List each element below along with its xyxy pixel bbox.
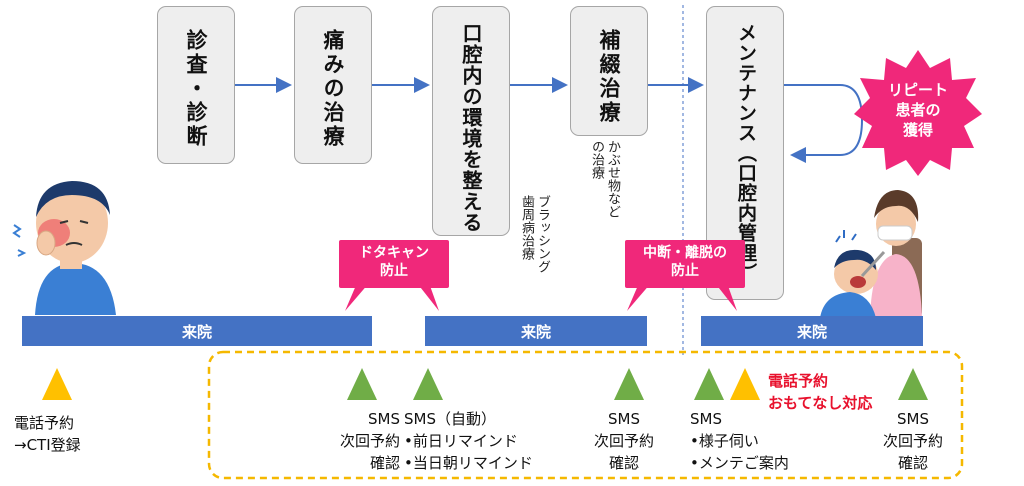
sms-frame [207, 350, 964, 480]
label-sms-2: SMS 次回予約 確認 [593, 410, 654, 472]
step-label: 口腔内の環境を整える [459, 23, 483, 233]
marker-green-1 [347, 368, 377, 400]
step-maintenance: メンテナンス（口腔内管理） [706, 6, 784, 300]
marker-yellow-1 [42, 368, 72, 400]
step-itami: 痛みの治療 [294, 6, 372, 164]
marker-green-3 [614, 368, 644, 400]
repeat-badge-shape [854, 50, 982, 176]
visit-bar-3: 来院 [701, 316, 923, 346]
loop-arrow [784, 84, 864, 163]
label-phone-omotenashi: 電話予約 おもてなし対応 [768, 372, 873, 412]
repeat-badge-text: リピート 患者の 獲得 [887, 81, 948, 139]
marker-yellow-2 [730, 368, 760, 400]
callout-dotacan: ドタキャン 防止 [339, 240, 449, 288]
marker-green-5 [898, 368, 928, 400]
callout-chudan: 中断・離脱の 防止 [625, 240, 745, 288]
step-label: メンテナンス（口腔内管理） [735, 23, 757, 283]
step-label: 補綴治療 [597, 29, 621, 125]
step-label: 痛みの治療 [321, 29, 345, 149]
step-shinsa: 診査・診断 [157, 6, 235, 164]
visit-bar-1: 来院 [22, 316, 372, 346]
note-kankyo: ブラッシング 歯周病治療 [519, 195, 550, 273]
step-label: 診査・診断 [184, 29, 208, 149]
callout-dotacan-pointers [345, 283, 439, 311]
marker-green-4 [694, 368, 724, 400]
label-sms-3: SMS 次回予約 確認 [882, 410, 943, 472]
patient-toothache-illustration [12, 181, 116, 315]
label-phone-cti: 電話予約 →CTI登録 [14, 414, 81, 454]
label-sms-1: SMS 次回予約 確認 [339, 410, 400, 472]
step-hotetsu: 補綴治療 [570, 6, 648, 136]
label-sms-auto: SMS（自動） •前日リマインド •当日朝リマインド [404, 410, 533, 472]
visit-bar-2: 来院 [425, 316, 647, 346]
marker-green-2 [413, 368, 443, 400]
step-kankyo: 口腔内の環境を整える [432, 6, 510, 236]
dentist-illustration [820, 190, 922, 318]
callout-chudan-pointers [627, 283, 737, 311]
note-hotetsu: かぶせ物など の治療 [589, 140, 620, 218]
label-sms-care: SMS •様子伺い •メンテご案内 [690, 410, 789, 472]
